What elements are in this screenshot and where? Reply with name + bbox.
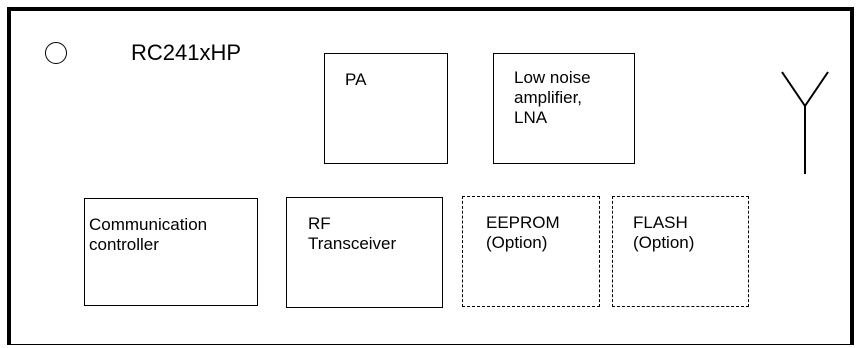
module-bottom-edge (7, 344, 854, 345)
rf-transceiver-block: RF Transceiver (286, 197, 443, 308)
module-outline (7, 7, 854, 345)
eeprom-label: EEPROM (Option) (486, 213, 560, 252)
circle-icon (45, 42, 67, 64)
pa-label: PA (345, 70, 367, 89)
lna-block: Low noise amplifier, LNA (493, 53, 635, 164)
lna-label: Low noise amplifier, LNA (514, 68, 591, 127)
eeprom-block: EEPROM (Option) (462, 196, 600, 307)
antenna-icon (781, 71, 829, 174)
pa-block: PA (324, 53, 448, 164)
flash-block: FLASH (Option) (612, 196, 749, 307)
rf-transceiver-label: RF Transceiver (308, 214, 397, 253)
communication-controller-label: Communication controller (89, 215, 208, 254)
module-title: RC241xHP (131, 40, 242, 65)
communication-controller-block: Communication controller (84, 198, 258, 306)
flash-label: FLASH (Option) (633, 213, 695, 252)
